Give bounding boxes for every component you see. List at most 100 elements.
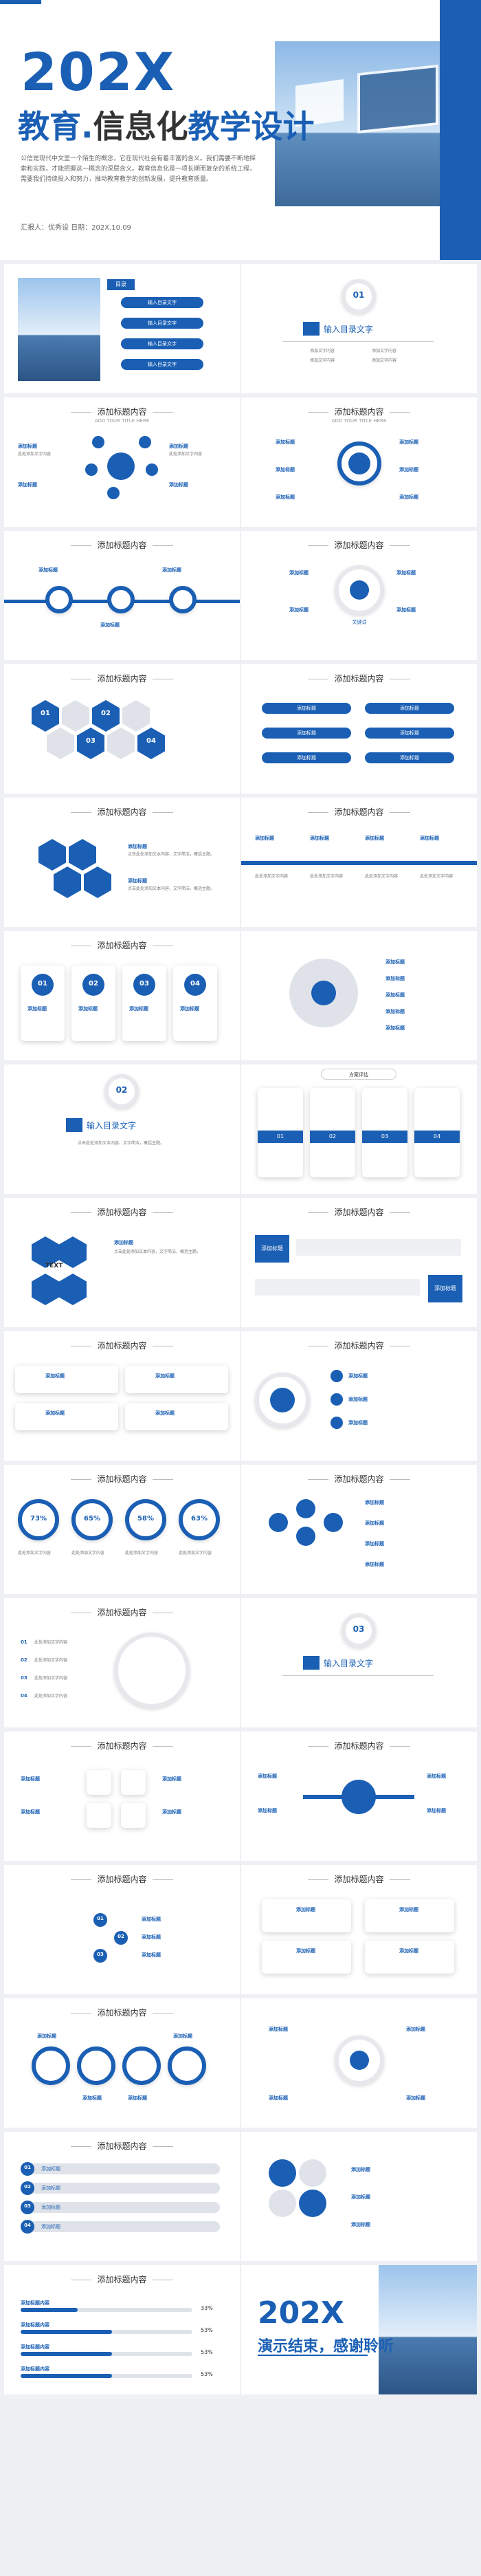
percent-value: 73% — [30, 1515, 47, 1522]
hex-cell — [84, 866, 111, 898]
cover-accent-bar — [440, 0, 481, 260]
item-title: 添加标题 — [296, 1907, 315, 1912]
item-title: 添加标题 — [269, 2095, 288, 2101]
slide-section-02: 02 输入目录文字 点击此处添加文本内容，文字简洁，概括主题。 — [4, 1065, 240, 1194]
quad-icon — [296, 1527, 315, 1546]
slide-timeline: 添加标题内容 添加标题 添加标题 添加标题 添加标题 此处添加文字内容 此处添加… — [241, 798, 477, 927]
bar-label: 添加标题内容 — [21, 2300, 49, 2306]
slide-title: 添加标题内容 — [4, 2273, 240, 2285]
slide-wave: 添加标题内容 添加标题 添加标题 添加标题 — [4, 531, 240, 660]
section-point-1: 添加文字内容 — [310, 349, 335, 353]
quad-icon — [296, 1499, 315, 1518]
flow-ring — [168, 2046, 206, 2085]
bar-label: 添加标题内容 — [21, 2344, 49, 2350]
list-number: 04 — [21, 1693, 27, 1699]
hex-light — [62, 700, 89, 732]
card-number: 04 — [184, 974, 206, 996]
item-text: 此处添加文字内容 — [18, 452, 52, 457]
item-title: 添加标题 — [37, 2033, 56, 2039]
petal — [269, 2190, 296, 2217]
node-circle — [92, 436, 104, 448]
cycle-center — [350, 580, 369, 600]
toc-item-1: 输入目录文字 — [121, 297, 203, 308]
item-title: 添加标题 — [399, 494, 418, 500]
item-title: 添加标题 — [45, 1410, 65, 1416]
slide-icon-cards: 添加标题内容 添加标题 添加标题 添加标题 添加标题 — [4, 1331, 240, 1461]
item-text: 此处添加文字内容 — [71, 1551, 105, 1556]
arrow-pill: 添加标题 — [262, 752, 351, 763]
slide-title: 添加标题内容 — [241, 539, 477, 551]
hex-light — [107, 728, 135, 759]
item-title: 添加标题 — [365, 1541, 384, 1547]
bar-fill — [21, 2352, 112, 2356]
item-title: 添加标题 — [78, 1006, 98, 1012]
step-row: 添加标题 — [21, 2202, 220, 2213]
section-icon-box — [303, 322, 320, 336]
slide-quad-icons: 添加标题内容 添加标题 添加标题 添加标题 添加标题 — [241, 1465, 477, 1594]
item-title: 添加标题 — [114, 1240, 133, 1245]
fan-dot — [331, 1393, 343, 1406]
percent-ring — [71, 1499, 113, 1540]
slide-ending: 202X 演示结束，感谢聆听 — [241, 2265, 477, 2394]
list-text: 此处添加文字内容 — [34, 1694, 68, 1699]
card-number: 01 — [32, 974, 54, 996]
slide-arc-steps: 添加标题内容 01 02 03 添加标题 添加标题 添加标题 — [4, 1865, 240, 1994]
slide-number-cards: 添加标题内容 01 02 03 04 添加标题 添加标题 添加标题 添加标题 — [4, 931, 240, 1060]
item-title: 添加标题 — [162, 1776, 181, 1782]
item-title: 添加标题 — [82, 2095, 102, 2101]
toc-item-2: 输入目录文字 — [121, 318, 203, 329]
section-number: 01 — [353, 290, 365, 300]
item-title: 添加标题 — [351, 2222, 370, 2227]
item-text: 此处添加文字内容 — [125, 1551, 159, 1556]
item-title: 添加标题 — [276, 439, 295, 445]
item-title: 添加标题 — [427, 1808, 446, 1813]
slide-fan: 添加标题内容 添加标题 添加标题 添加标题 — [241, 1331, 477, 1461]
section-ring — [104, 1074, 139, 1109]
item-title: 添加标题 — [385, 959, 405, 965]
panel — [365, 1899, 454, 1932]
step-badge: 01 — [21, 2162, 34, 2176]
percent-ring — [125, 1499, 166, 1540]
icon-card — [15, 1403, 118, 1430]
item-title: 添加标题 — [396, 607, 416, 613]
slide-gear: 添加标题内容 ADD YOUR TITLE HERE 添加标题 添加标题 添加标… — [241, 397, 477, 527]
panel — [262, 1941, 351, 1974]
item-title: 添加标题 — [385, 1009, 405, 1014]
slide-title: 添加标题内容 — [241, 1206, 477, 1218]
item-title: 添加标题 — [100, 622, 120, 628]
slide-title: 添加标题内容 — [241, 1873, 477, 1885]
item-text: 此处添加文字内容 — [18, 1551, 52, 1556]
quad-icon — [324, 1513, 343, 1532]
item-title: 添加标题 — [162, 567, 181, 573]
slide-title: 添加标题内容 — [4, 406, 240, 417]
card-number-text: 04 — [190, 980, 200, 987]
item-text: 此处添加文字内容 — [169, 452, 203, 457]
item-text: 此处添加文字内容 — [179, 1551, 212, 1556]
step-badge: 03 — [21, 2201, 34, 2214]
item-title: 添加标题 — [406, 2095, 425, 2101]
item-title: 添加标题 — [276, 467, 295, 472]
ending-title: 演示结束，感谢聆听 — [258, 2338, 394, 2355]
item-title: 添加标题 — [396, 570, 416, 576]
node-circle — [139, 436, 151, 448]
node-circle — [107, 487, 120, 499]
item-title: 添加标题 — [258, 1773, 277, 1779]
card-number-text: 03 — [139, 980, 149, 987]
card-number-text: 01 — [38, 980, 47, 987]
item-title: 添加标题 — [365, 1520, 384, 1526]
step-number: 02 — [118, 1934, 124, 1939]
wave-node — [45, 586, 73, 613]
step-row: 添加标题 — [21, 2183, 220, 2194]
step-number: 01 — [97, 1916, 104, 1921]
icon-card — [125, 1403, 228, 1430]
item-title: 添加标题 — [142, 1952, 161, 1958]
slide-hex-cluster: 添加标题内容 添加标题 点击此处添加文本内容，文字简洁，概括主题。 添加标题 点… — [4, 798, 240, 927]
percent-value: 58% — [137, 1515, 154, 1522]
slide-title: 添加标题内容 — [241, 1340, 477, 1351]
slide-text-cycle: 添加标题内容 TEXT 添加标题 点击此处添加文本内容，文字简洁，概括主题。 — [4, 1198, 240, 1327]
icon-card — [15, 1366, 118, 1393]
